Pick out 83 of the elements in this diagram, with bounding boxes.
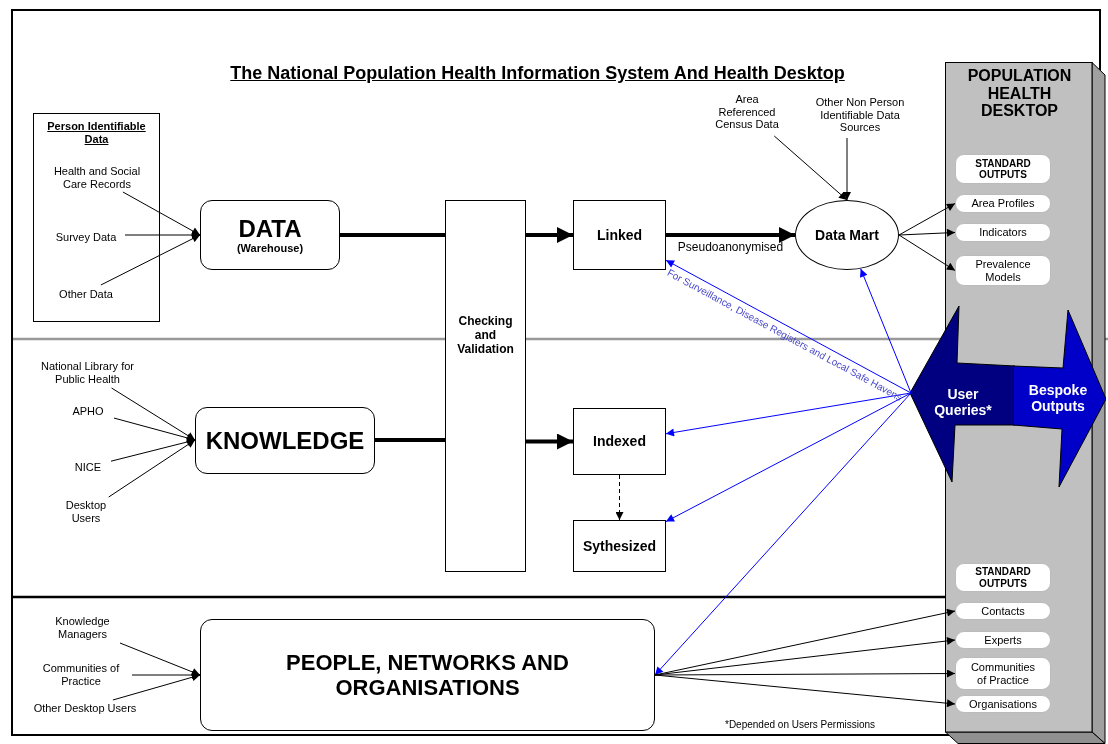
output-pill (955, 695, 1051, 713)
box-title: Sythesized (582, 537, 657, 555)
process-box (573, 200, 666, 270)
arrow (654, 674, 956, 708)
output-pill (955, 223, 1051, 242)
arrow (665, 392, 912, 437)
block-arrow-shape (1013, 310, 1106, 487)
arrow (108, 439, 196, 498)
box-title: KNOWLEDGE (205, 426, 365, 455)
block-arrow-shape (910, 306, 1015, 482)
box-title: Checking and Validation (456, 315, 515, 357)
output-pill (955, 602, 1051, 620)
output-pill (955, 631, 1051, 649)
source-label: Communities of Practice (30, 660, 132, 690)
arrow (615, 474, 624, 521)
output-pill (955, 657, 1051, 690)
pill-label: Contacts (981, 604, 1025, 618)
box-subtitle: (Warehouse) (236, 242, 304, 256)
source-label: Other Non Person Identifiable Data Sources (806, 92, 914, 138)
process-box (200, 619, 655, 731)
source-label: National Library for Public Health (25, 358, 150, 388)
pill-label: Prevalence Models (974, 257, 1032, 284)
source-label: Survey Data (46, 229, 126, 245)
arrow (124, 231, 201, 239)
arrow (666, 227, 795, 243)
arrow (843, 137, 851, 201)
process-box (200, 200, 340, 270)
arrow (526, 433, 573, 450)
arrow (773, 135, 848, 201)
box-title: Linked (596, 226, 643, 244)
arrow-label: User Queries* (933, 386, 993, 419)
pill-label: STANDARD OUTPUTS (974, 566, 1032, 589)
arrow (112, 673, 201, 701)
source-label: Desktop Users (55, 497, 117, 527)
arrow (654, 392, 912, 676)
source-label: APHO (62, 403, 114, 419)
box-title: Indexed (593, 433, 646, 450)
box-title: PEOPLE, NETWORKS AND ORGANISATIONS (285, 649, 570, 701)
source-label: Knowledge Managers (40, 613, 125, 643)
pill-label: Experts (984, 633, 1022, 647)
footnote: *Depended on Users Permissions (725, 719, 876, 730)
source-label: NICE (65, 459, 111, 475)
arrow (110, 438, 196, 462)
pill-label: Communities of Practice (969, 660, 1037, 687)
process-box (33, 113, 160, 322)
process-box (573, 520, 666, 572)
arrow (665, 392, 912, 523)
box-title: DATA (238, 214, 302, 243)
process-box (445, 200, 526, 572)
connector-line (375, 438, 445, 442)
pill-label: Indicators (979, 226, 1027, 239)
arrow (859, 268, 912, 394)
output-pill (955, 194, 1051, 213)
pill-label: Area Profiles (971, 197, 1035, 210)
output-pill (955, 255, 1051, 286)
connector-line (340, 233, 445, 237)
bar-heading: POPULATION HEALTH DESKTOP (966, 67, 1073, 120)
arrow (113, 417, 196, 442)
process-box (195, 407, 375, 474)
arrow (122, 191, 201, 236)
arrow (119, 642, 201, 676)
arrow (898, 234, 956, 271)
arrow (111, 387, 196, 441)
pill-label: Organisations (969, 697, 1037, 711)
arrow (898, 203, 956, 236)
edge-label: Pseudoanonymised (677, 240, 784, 254)
group-heading: Person Identifiable Data (46, 120, 147, 146)
arrow (100, 234, 201, 286)
source-label: Other Desktop Users (25, 700, 145, 716)
diagram-title: The National Population Health Information System And Health Desktop (229, 63, 846, 84)
source-label: Health and Social Care Records (41, 163, 153, 193)
header-pill (955, 563, 1051, 592)
box-title: Data Mart (815, 226, 879, 244)
pill-label: STANDARD OUTPUTS (974, 157, 1032, 181)
arrow (898, 228, 956, 237)
arrow (131, 671, 201, 679)
process-box (573, 408, 666, 475)
source-label: Other Data (51, 286, 121, 302)
source-label: Area Referenced Census Data (705, 88, 789, 136)
arrow-label: Bespoke Outputs (1027, 382, 1089, 415)
arrow (526, 227, 573, 243)
header-pill (955, 154, 1051, 184)
arrow (654, 669, 956, 678)
